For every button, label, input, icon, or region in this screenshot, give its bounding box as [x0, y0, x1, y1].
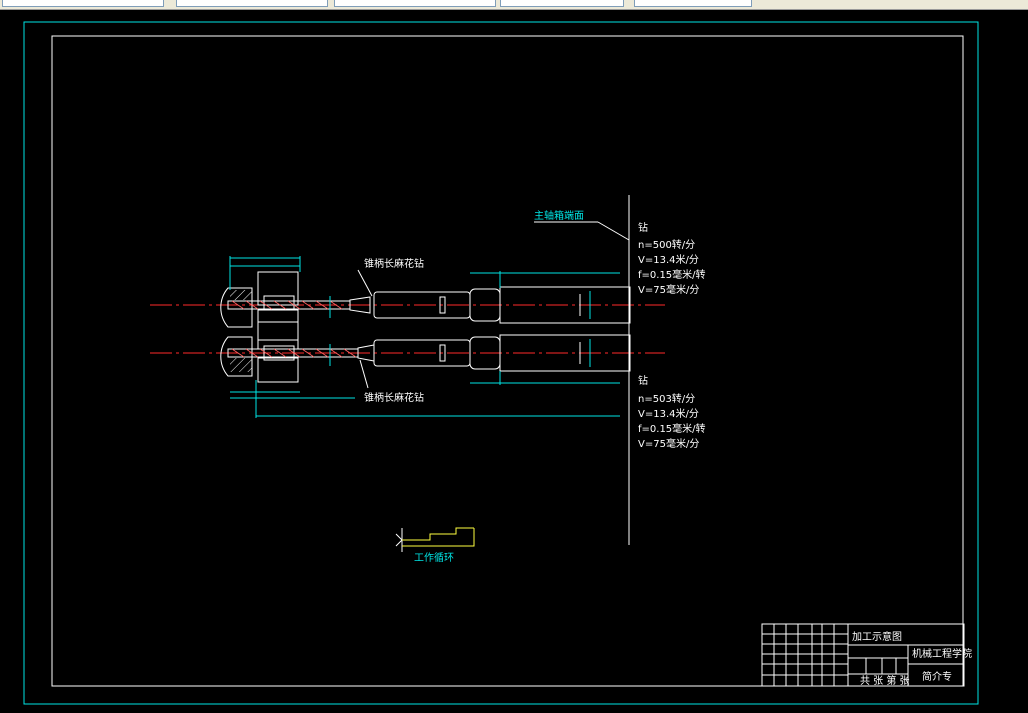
spec-lower-line: V=75毫米/分 — [638, 437, 699, 450]
spindle-box-end-face-label: 主轴箱端面 — [534, 209, 584, 222]
upper-sleeve-pin — [439, 296, 446, 314]
work-cycle-label: 工作循环 — [414, 551, 454, 564]
sheet-inner-border — [51, 35, 964, 687]
upper-workpiece — [220, 287, 253, 328]
work-cycle-return-path — [402, 528, 475, 547]
dimension-lines — [229, 256, 620, 418]
toolbar-field[interactable] — [500, 0, 624, 7]
tool-upper-label: 锥柄长麻花钻 — [364, 257, 424, 270]
lower-workpiece-hatch — [230, 358, 252, 372]
upper-drill-flute — [231, 300, 343, 310]
toolbar-field[interactable] — [176, 0, 328, 7]
tool-lower-leader — [359, 359, 369, 389]
drawing-title: 加工示意图 — [852, 630, 902, 643]
lower-workpiece — [220, 336, 253, 377]
spec-upper-title: 钻 — [638, 221, 648, 234]
spec-upper-line: V=75毫米/分 — [638, 283, 699, 296]
spindle-box-leader — [597, 221, 630, 241]
title-block-frame — [761, 623, 965, 687]
upper-drill-plate-lower — [257, 309, 299, 341]
spec-lower-line: f=0.15毫米/转 — [638, 422, 706, 435]
lower-drill-flute — [231, 348, 357, 358]
upper-bushing — [263, 295, 295, 311]
toolbar-field[interactable] — [634, 0, 752, 7]
tool-lower-label: 锥柄长麻花钻 — [364, 391, 424, 404]
toolbar-field[interactable] — [2, 0, 164, 7]
title-block-sheet-info: 共 张 第 张 — [860, 674, 910, 687]
upper-taper-shank — [349, 296, 371, 314]
upper-workpiece-hatch — [230, 290, 252, 300]
spec-upper: 钻 n=500转/分 V=13.4米/分 f=0.15毫米/转 V=75毫米/分 — [638, 221, 706, 296]
spec-lower: 钻 n=503转/分 V=13.4米/分 f=0.15毫米/转 V=75毫米/分 — [638, 374, 706, 450]
spec-upper-line: n=500转/分 — [638, 238, 695, 251]
spec-lower-title: 钻 — [638, 374, 648, 387]
title-block-author: 简介专 — [922, 670, 952, 683]
spec-upper-line: f=0.15毫米/转 — [638, 268, 706, 281]
work-cycle-forward-path — [402, 527, 474, 541]
cad-drawing-canvas[interactable]: 主轴箱端面 锥柄长麻花钻 锥柄长麻花钻 钻 n=500转/分 V=13.4米/分… — [0, 10, 1028, 713]
upper-drill-plate — [257, 271, 299, 306]
tool-upper-leader — [357, 269, 373, 297]
lower-tooling-row — [150, 321, 665, 383]
title-block-school: 机械工程学院 — [912, 647, 972, 660]
spec-lower-line: n=503转/分 — [638, 392, 695, 405]
toolbar-field[interactable] — [334, 0, 496, 7]
work-cycle-ground-icon — [395, 533, 403, 547]
lower-sleeve-pin — [439, 344, 446, 362]
work-cycle-diagram: 工作循环 — [395, 527, 475, 564]
sheet-outer-border — [23, 21, 979, 705]
lower-drill-plate — [257, 321, 299, 350]
upper-spindle — [499, 286, 631, 324]
spec-lower-line: V=13.4米/分 — [638, 407, 699, 420]
title-block: 加工示意图 机械工程学院 简介专 共 张 第 张 — [761, 623, 972, 687]
toolbar-strip — [0, 0, 1028, 10]
lower-spindle — [499, 334, 631, 372]
lower-drill-plate-lower — [257, 357, 299, 383]
upper-tooling-row — [150, 271, 665, 341]
spec-upper-line: V=13.4米/分 — [638, 253, 699, 266]
